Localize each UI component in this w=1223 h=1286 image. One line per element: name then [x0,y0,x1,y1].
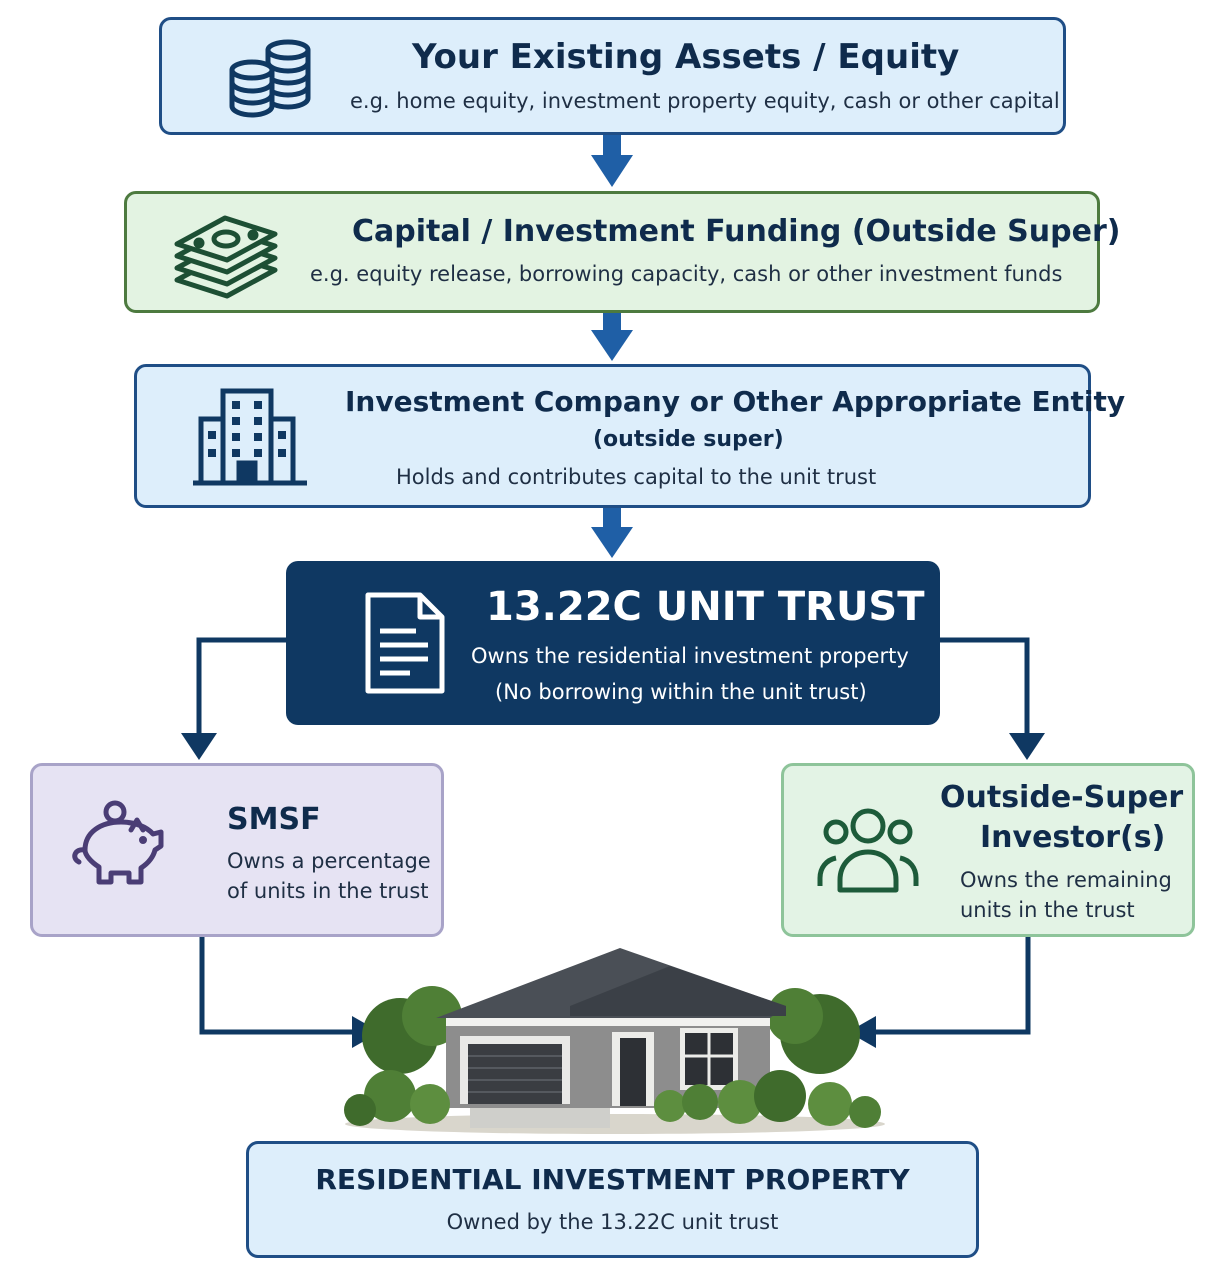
connector-trust-to-smsf [196,637,287,735]
house-icon [344,948,885,1134]
arrowhead-property-right [848,1016,876,1048]
unit-trust-title: 13.22C UNIT TRUST [486,584,925,630]
assets-title: Your Existing Assets / Equity [412,37,960,77]
investors-title-line1: Outside-Super [940,780,1184,815]
arrow-company-to-trust-shaft [603,507,621,529]
arrow-assets-to-funding-head [591,155,633,187]
smsf-line1: Owns a percentage [227,849,431,873]
smsf-box: SMSF Owns a percentage of units in the t… [30,763,444,937]
arrow-company-to-trust-head [591,527,633,558]
property-subtitle: Owned by the 13.22C unit trust [446,1210,779,1234]
smsf-line2: of units in the trust [227,879,429,903]
connector-heads [181,733,1045,1048]
unit-trust-line2: (No borrowing within the unit trust) [495,680,867,704]
arrow-funding-to-company-head [591,330,633,361]
company-subtitle: Holds and contributes capital to the uni… [396,465,877,489]
people-group-icon [817,808,919,893]
down-arrows [591,135,633,558]
funding-box: Capital / Investment Funding (Outside Su… [124,191,1120,313]
investors-box: Outside-Super Investor(s) Owns the remai… [781,763,1195,937]
investors-line1: Owns the remaining [960,868,1172,892]
unit-trust-box: 13.22C UNIT TRUST Owns the residential i… [286,561,940,725]
arrow-assets-to-funding-shaft [603,135,621,157]
funding-title: Capital / Investment Funding (Outside Su… [352,214,1121,249]
arrowhead-investors [1009,733,1045,760]
office-building-icon [193,388,307,486]
arrowhead-smsf [181,733,217,760]
investors-title-line2: Investor(s) [980,820,1166,855]
arrow-funding-to-company-shaft [603,312,621,332]
coin-stack-icon [229,39,311,118]
company-title-line2: (outside super) [593,427,784,452]
assets-box: Your Existing Assets / Equity e.g. home … [159,17,1066,135]
document-icon [365,592,445,694]
property-title: RESIDENTIAL INVESTMENT PROPERTY [315,1163,910,1196]
unit-trust-line1: Owns the residential investment property [471,644,909,668]
connector-trust-to-investors [939,637,1030,735]
funding-subtitle: e.g. equity release, borrowing capacity,… [310,262,1063,286]
property-box: RESIDENTIAL INVESTMENT PROPERTY Owned by… [246,1141,979,1258]
connector-smsf-to-property [199,936,355,1035]
smsf-title: SMSF [227,802,321,837]
company-box: Investment Company or Other Appropriate … [134,364,1125,508]
company-title: Investment Company or Other Appropriate … [345,385,1126,418]
cash-stack-icon [174,215,278,299]
connector-investors-to-property [872,936,1031,1035]
assets-subtitle: e.g. home equity, investment property eq… [350,89,1060,113]
piggy-bank-icon [72,800,164,885]
trust-connectors [196,637,1031,1035]
investors-line2: units in the trust [960,898,1135,922]
